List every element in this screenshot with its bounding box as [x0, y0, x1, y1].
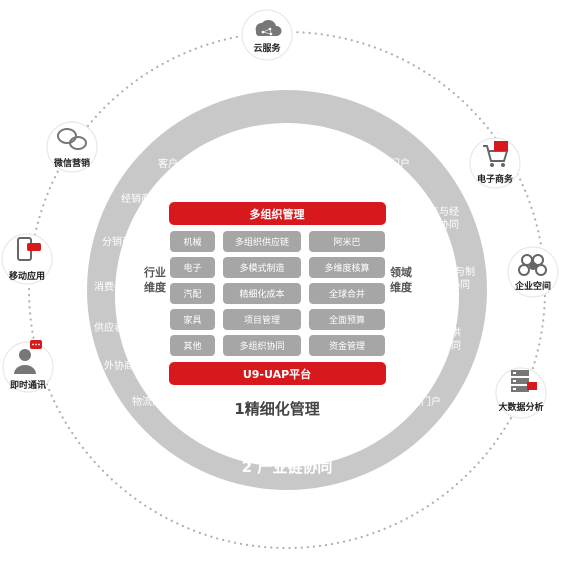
ring-right-label: 分销与制造协同: [435, 265, 475, 291]
ring-right-label: 供应商门户: [391, 395, 441, 408]
ring-left-label: 分销商: [102, 235, 132, 248]
node-instant-messaging: 即时通讯: [2, 340, 54, 393]
grid-cell: [223, 257, 301, 278]
grid-cell: [223, 231, 301, 252]
ring-left-label: 客户: [158, 157, 178, 170]
node-circle: [495, 367, 547, 419]
node-label: 大数据分析: [498, 401, 543, 413]
grid-cell: [223, 335, 301, 356]
grid-cell-label: 多组织协同: [239, 340, 284, 352]
node-enterprise-space: 企业空间: [507, 246, 559, 298]
grid-cell-label: 电子: [183, 262, 201, 274]
grid-cell-label: 精细化成本: [239, 288, 284, 300]
server-stack-icon: [511, 370, 537, 392]
flower-network-icon: [518, 254, 547, 276]
side-label-line: 行业: [143, 265, 166, 279]
side-label-line: 维度: [144, 280, 167, 294]
grid-cell: [170, 309, 215, 330]
grid-cell-label: 多维度核算: [324, 262, 369, 274]
grid-cell-label: 多组织供应链: [235, 236, 289, 248]
top-bar-label: 多组织管理: [250, 207, 305, 221]
grid-cell: [309, 309, 385, 330]
side-label-line: 领域: [389, 265, 412, 279]
ring-right-label: 采购与供应商协同: [421, 326, 461, 352]
grid-cell: [170, 257, 215, 278]
grid-cell-label: 阿米巴: [333, 236, 360, 248]
ring-right-labels: 客户门户 销售与经销商协同 分销与制造协同 采购与供应商协同 供应商门户: [370, 157, 475, 408]
ring-right-label-line: 采购与供: [421, 326, 461, 339]
node-label: 电子商务: [477, 173, 514, 185]
grid-cell: [309, 257, 385, 278]
grid-cell: [223, 283, 301, 304]
grid-cell: [309, 283, 385, 304]
chat-user-icon: [14, 340, 42, 374]
node-cloud-service: 云服务: [241, 9, 293, 61]
node-wechat-marketing: 微信营销: [46, 121, 98, 173]
bottom-bar: [169, 362, 386, 385]
ring-left-label: 经销商: [121, 192, 151, 205]
ring-right-label-line: 销售与经: [419, 205, 459, 218]
ring-right-label: 销售与经销商协同: [419, 205, 459, 231]
center-title: 1精细化管理: [234, 400, 319, 418]
wechat-icon: [57, 128, 87, 150]
grid-cell-label: 资金管理: [329, 340, 365, 352]
ring-left-label: 供应者: [94, 321, 124, 334]
grid-cell: [309, 231, 385, 252]
node-label: 即时通讯: [10, 379, 46, 391]
node-label: 云服务: [253, 42, 281, 54]
grid-cell-label: 多模式制造: [239, 262, 284, 274]
grid-cell-label: 家具: [183, 314, 201, 326]
node-label: 移动应用: [9, 270, 45, 282]
grid-cell: [170, 231, 215, 252]
mobile-phone-icon: [17, 237, 41, 261]
ring-right-label-line: 应商协同: [421, 339, 461, 352]
cloud-network-icon: [255, 19, 282, 36]
grid-cell-label: 机械: [183, 236, 201, 248]
node-label: 企业空间: [514, 280, 551, 292]
grid-cell-label: 全面预算: [329, 314, 365, 326]
outer-ring-label: 2 产业链协同: [242, 458, 333, 476]
ring-left-label: 消费者: [94, 280, 124, 293]
node-mobile-app: 移动应用: [1, 233, 53, 285]
node-e-commerce: 电子商务: [469, 137, 521, 189]
node-big-data: 大数据分析: [495, 367, 547, 419]
right-side-label: 领域维度: [389, 265, 413, 294]
grid-cell: [223, 309, 301, 330]
side-label-line: 维度: [390, 280, 413, 294]
ring-right-label-line: 销商协同: [419, 218, 459, 231]
grid-cell-label: 其他: [183, 340, 201, 352]
node-label: 微信营销: [53, 157, 90, 169]
left-side-label: 行业维度: [143, 265, 167, 294]
ring-left-labels: 客户 经销商 分销商 消费者 供应者 外协商 物流商: [94, 157, 178, 408]
node-circle: [507, 246, 559, 298]
bottom-bar-label: U9-UAP平台: [243, 367, 311, 381]
ring-right-label: 客户门户: [370, 157, 410, 170]
grid-cell-label: 汽配: [183, 288, 201, 300]
grid-cell: [170, 335, 215, 356]
grid-cell-label: 全球合并: [329, 288, 365, 300]
ring-right-label-line: 分销与制: [435, 265, 475, 278]
grid-cell: [309, 335, 385, 356]
ring-left-label: 物流商: [132, 395, 162, 408]
shopping-cart-icon: [483, 141, 509, 167]
ring-right-label-line: 造协同: [440, 278, 470, 291]
ring-left-label: 外协商: [104, 359, 134, 372]
grid-cell-label: 项目管理: [244, 314, 280, 326]
top-bar: [169, 202, 386, 225]
grid-cell: [170, 283, 215, 304]
